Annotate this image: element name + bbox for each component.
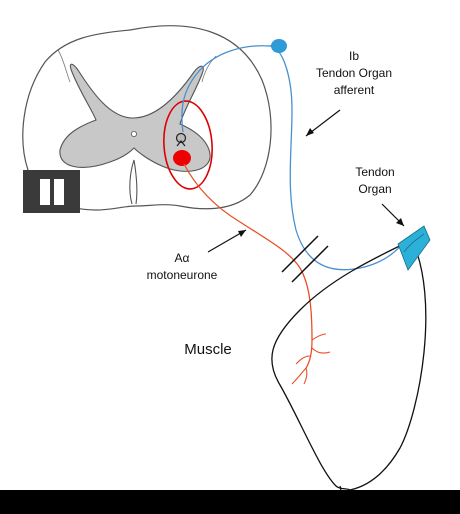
cord-ridge (57, 49, 71, 83)
anterior-median-fissure (129, 159, 138, 205)
motor-end-branch (295, 355, 311, 365)
ib-label-arrow (305, 109, 341, 137)
pause-icon-bar (40, 179, 50, 205)
motor-end-branch (291, 367, 307, 385)
motor-end-branch (311, 347, 331, 354)
muscle-label: Muscle (184, 341, 232, 358)
bottom-bar (0, 490, 460, 514)
motor-end-branch (311, 333, 327, 341)
tendon-organ (397, 225, 431, 271)
pause-button[interactable] (23, 170, 80, 213)
interneuron-synapse (176, 140, 186, 147)
alpha-motoneurone-cell (173, 150, 191, 166)
nerve-cut-mark (281, 235, 319, 273)
interneuron (175, 132, 187, 144)
grey-matter (59, 63, 211, 172)
ib-label-line3: afferent (334, 83, 375, 97)
alpha-label-arrow (207, 229, 247, 253)
central-canal (130, 130, 137, 137)
tendon-organ-label-line1: Tendon (355, 165, 394, 179)
motor-region-highlight (163, 100, 213, 190)
tendon-organ-fibers (403, 233, 425, 253)
alpha-motoneurone-label-line1: Aα (175, 251, 190, 265)
tendon-organ-label-line2: Organ (358, 182, 391, 196)
ib-label-line1: Ib (349, 49, 359, 63)
motor-end-branch (303, 367, 308, 385)
dorsal-root-ganglion (271, 39, 287, 53)
alpha-motoneurone-label-line2: motoneurone (147, 268, 218, 282)
pause-icon-bar (54, 179, 64, 205)
tendon-organ-label-arrow (381, 203, 405, 227)
alpha-motor-fiber (183, 163, 313, 369)
ib-label-line2: Tendon Organ (316, 66, 392, 80)
nerve-cut-mark (291, 245, 329, 283)
muscle-belly (271, 239, 427, 491)
